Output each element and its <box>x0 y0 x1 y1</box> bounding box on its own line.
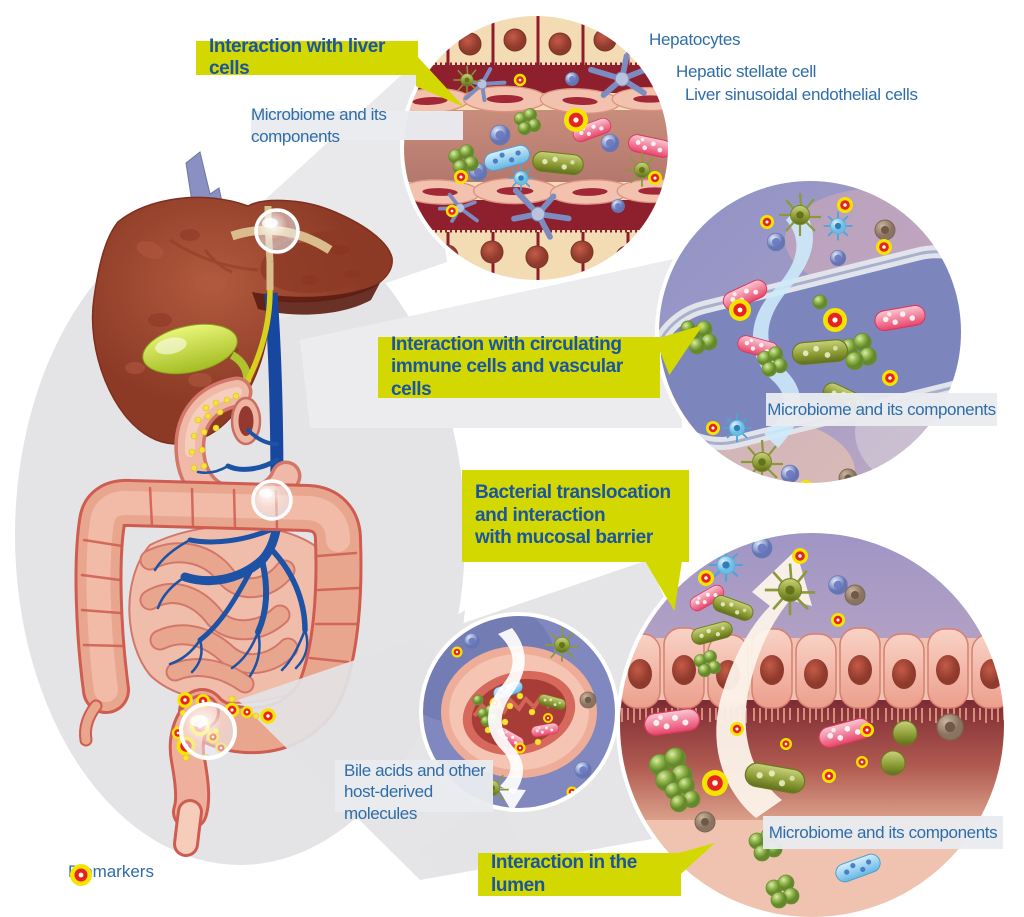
label-text: Microbiome and its components <box>251 105 387 146</box>
label-hepatocytes: Hepatocytes <box>649 30 741 50</box>
label-text: Hepatocytes <box>649 30 741 49</box>
callout-interaction-circulating: Interaction with circulating immune cell… <box>378 333 660 400</box>
inset-liver-cells <box>400 12 672 284</box>
callout-text: and interaction <box>475 504 606 526</box>
label-microbiome-top: Microbiome and its components <box>251 105 463 146</box>
label-text: host-derived molecules <box>344 782 433 823</box>
label-bile-acids: Bile acids and other host-derived molecu… <box>335 760 493 823</box>
label-text: Microbiome and its components <box>768 822 998 842</box>
mesenteric-veins <box>153 428 352 678</box>
label-hepatic-stellate-cell: Hepatic stellate cell <box>676 62 816 82</box>
callout-bacterial-translocation: Bacterial translocation and interaction … <box>462 470 689 562</box>
label-text: Hepatic stellate cell <box>676 62 817 81</box>
lumen-microbes-big <box>642 706 964 909</box>
callout-text: immune cells and vascular cells <box>391 356 623 400</box>
glass-spheres <box>179 208 300 760</box>
translocation-arrow-big <box>716 550 812 818</box>
callout-interaction-liver-cells: Interaction with liver cells <box>196 36 418 79</box>
label-microbiome-bottom: Microbiome and its components <box>763 816 1003 849</box>
label-liver-sinusoidal-endothelial-cells: Liver sinusoidal endothelial cells <box>685 85 918 105</box>
flow-arrow <box>752 205 813 448</box>
liver <box>91 196 393 445</box>
label-text: Microbiome and its components <box>767 399 996 419</box>
callout-text: with mucosal barrier <box>475 527 653 549</box>
anatomy-illustration <box>74 151 393 857</box>
callout-text: Bacterial translocation <box>475 482 671 504</box>
callout-text: Interaction in the lumen <box>491 852 637 896</box>
label-text: Bile acids and other <box>344 761 486 780</box>
callout-text: Interaction with liver cells <box>209 35 385 79</box>
biomarker-icon <box>70 864 92 886</box>
translocation-arrow-small <box>488 628 525 794</box>
biomarkers-legend: Biomarkers <box>68 862 154 886</box>
gallbladder <box>142 323 238 375</box>
lumen-microbes-small <box>472 679 568 754</box>
label-text: Liver sinusoidal endothelial cells <box>685 85 918 104</box>
callout-text: Interaction with circulating <box>391 333 622 355</box>
epithelial-cells <box>619 627 1005 723</box>
callout-interaction-lumen: Interaction in the lumen <box>478 852 681 896</box>
label-microbiome-mid: Microbiome and its components <box>766 393 997 426</box>
